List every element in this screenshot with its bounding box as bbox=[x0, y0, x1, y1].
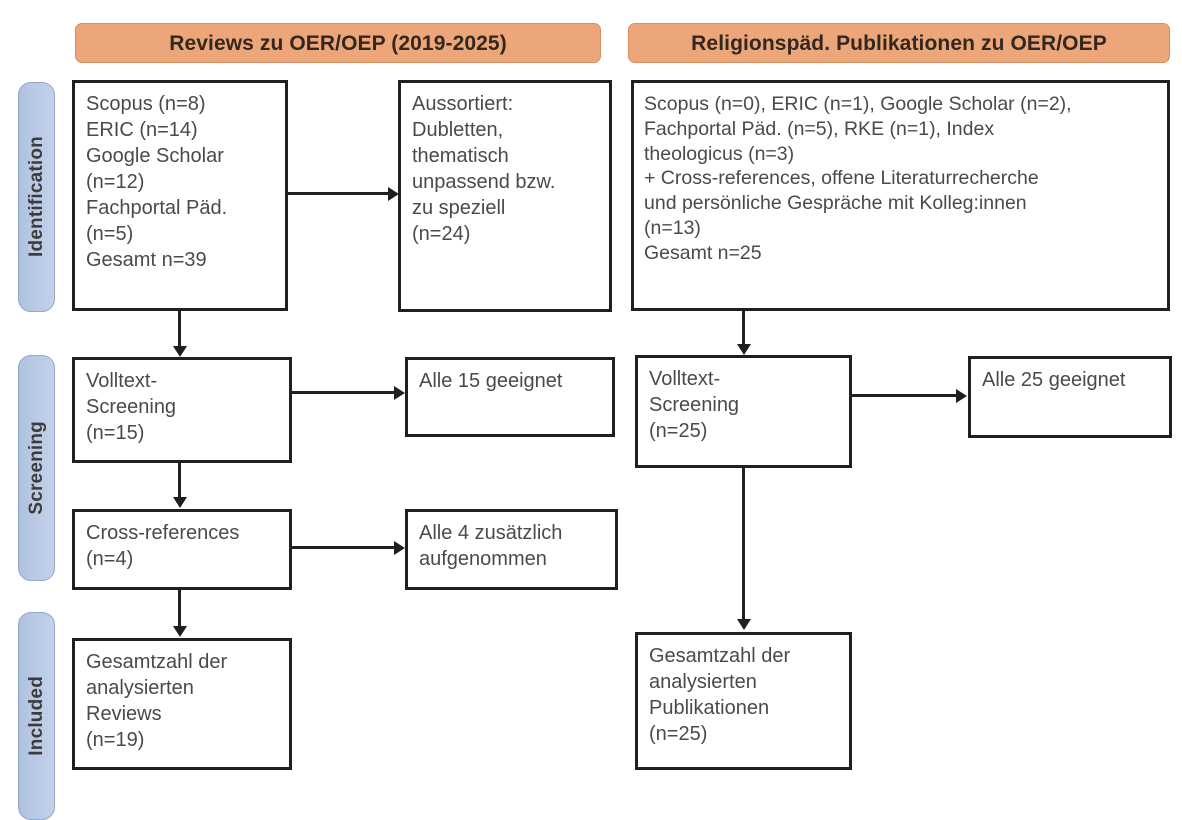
stage-label-screening-text: Screening bbox=[25, 421, 47, 515]
stage-label-included-text: Included bbox=[25, 676, 47, 756]
box-left-cross-references: Cross-references (n=4) bbox=[72, 509, 292, 590]
connector-right-screening-to-included bbox=[742, 468, 745, 620]
arrowhead-right-sources-to-screening bbox=[737, 344, 751, 355]
stage-label-identification: Identification bbox=[18, 82, 55, 312]
box-left-cross-references-result: Alle 4 zusätzlich aufgenommen bbox=[405, 509, 618, 590]
box-left-fulltext-result: Alle 15 geeignet bbox=[405, 357, 615, 437]
connector-left-sources-to-excluded bbox=[288, 192, 388, 195]
connector-left-crossrefs-to-included bbox=[178, 590, 181, 627]
box-left-fulltext-screening: Volltext- Screening (n=15) bbox=[72, 357, 292, 463]
connector-left-crossrefs-to-result bbox=[292, 546, 395, 549]
arrowhead-left-crossrefs-to-included bbox=[173, 626, 187, 637]
arrowhead-left-sources-to-excluded bbox=[388, 187, 399, 201]
connector-right-sources-to-screening bbox=[742, 311, 745, 345]
column-header-right: Religionspäd. Publikationen zu OER/OEP bbox=[628, 23, 1170, 63]
box-right-identification-sources: Scopus (n=0), ERIC (n=1), Google Scholar… bbox=[631, 80, 1170, 311]
stage-label-included: Included bbox=[18, 612, 55, 820]
box-right-fulltext-result: Alle 25 geeignet bbox=[968, 356, 1172, 438]
arrowhead-right-screening-to-result bbox=[956, 389, 967, 403]
connector-left-screening-to-crossrefs bbox=[178, 463, 181, 498]
connector-left-sources-to-screening bbox=[178, 311, 181, 347]
box-left-excluded: Aussortiert: Dubletten, thematisch unpas… bbox=[398, 80, 612, 312]
column-header-left: Reviews zu OER/OEP (2019-2025) bbox=[75, 23, 601, 63]
arrowhead-left-screening-to-result bbox=[394, 386, 405, 400]
connector-left-screening-to-result bbox=[292, 391, 395, 394]
arrowhead-right-screening-to-included bbox=[737, 619, 751, 630]
box-right-included-total: Gesamtzahl der analysierten Publikatione… bbox=[635, 632, 852, 770]
arrowhead-left-screening-to-crossrefs bbox=[173, 497, 187, 508]
arrowhead-left-sources-to-screening bbox=[173, 346, 187, 357]
box-left-identification-sources: Scopus (n=8) ERIC (n=14) Google Scholar … bbox=[72, 80, 288, 311]
box-right-fulltext-screening: Volltext- Screening (n=25) bbox=[635, 355, 852, 468]
arrowhead-left-crossrefs-to-result bbox=[394, 541, 405, 555]
box-left-included-total: Gesamtzahl der analysierten Reviews (n=1… bbox=[72, 638, 292, 770]
stage-label-screening: Screening bbox=[18, 355, 55, 581]
stage-label-identification-text: Identification bbox=[25, 136, 47, 258]
connector-right-screening-to-result bbox=[852, 394, 957, 397]
